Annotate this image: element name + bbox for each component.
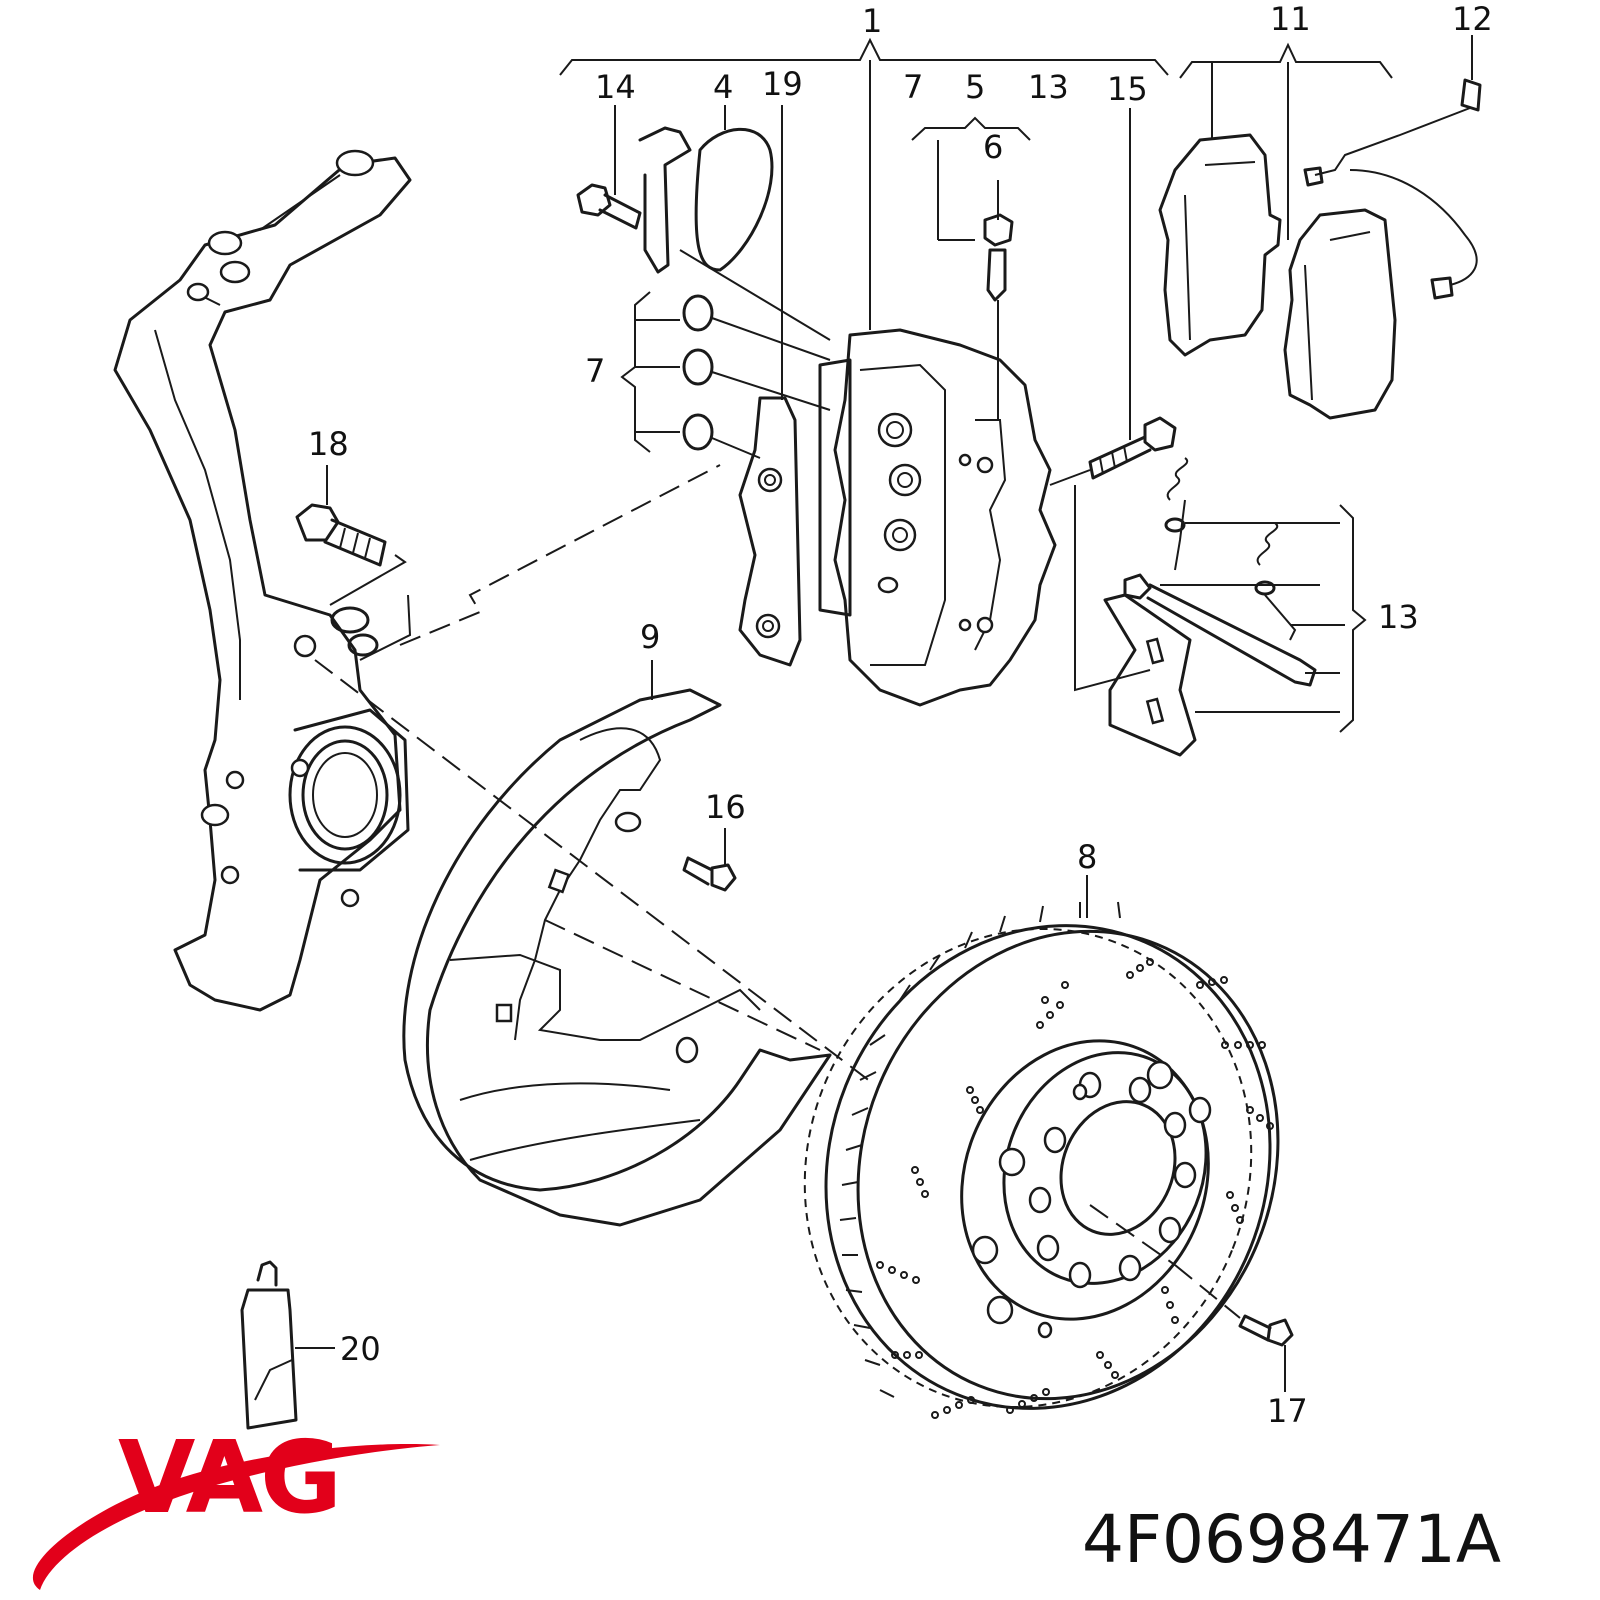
callout-20: 20 <box>340 1330 381 1368</box>
wear-sensor-12 <box>1303 35 1482 300</box>
bracket-11 <box>1179 42 1393 240</box>
caliper-body <box>818 328 1057 707</box>
callout-1: 1 <box>862 2 882 40</box>
callout-13-top: 13 <box>1028 68 1069 106</box>
callout-4: 4 <box>713 68 733 106</box>
bolt-14 <box>576 105 642 230</box>
callout-17: 17 <box>1267 1392 1308 1430</box>
disc-drill-holes <box>876 958 1274 1419</box>
bracket-5 <box>911 116 1031 141</box>
callout-19: 19 <box>762 65 803 103</box>
brake-hose-bracket-4 <box>638 105 831 341</box>
callout-8: 8 <box>1077 838 1097 876</box>
callout-12: 12 <box>1452 0 1493 38</box>
spring-kit-13 <box>1074 457 1367 757</box>
screw-17 <box>1238 1314 1294 1392</box>
bracket-1 <box>559 37 1169 330</box>
callout-9: 9 <box>640 618 660 656</box>
disc-bolt-holes <box>971 1060 1212 1339</box>
logo-swoosh <box>32 1444 440 1590</box>
part-number: 4F0698471A <box>1082 1501 1501 1578</box>
bolt-16 <box>682 828 737 892</box>
splash-shield-9 <box>402 660 832 1227</box>
caliper-bracket-19 <box>738 105 802 667</box>
callout-6: 6 <box>983 128 1003 166</box>
grease-tube-20 <box>240 1260 335 1430</box>
bolt-18 <box>295 465 387 567</box>
callout-labels: 1 11 12 14 4 19 7 5 13 15 6 7 18 13 9 16… <box>308 0 1493 1430</box>
callout-7-top: 7 <box>903 68 923 106</box>
bleeder-screw-6 <box>983 180 1014 420</box>
callout-13-right: 13 <box>1378 598 1419 636</box>
callout-5: 5 <box>965 68 985 106</box>
wheel-bearing <box>288 725 402 865</box>
vag-logo: VAG <box>32 1419 440 1590</box>
callout-18: 18 <box>308 425 349 463</box>
callout-11: 11 <box>1270 0 1311 38</box>
assembly-lines <box>314 464 1241 1319</box>
steering-knuckle <box>113 149 412 1012</box>
tie-rod-end-hole <box>335 149 375 177</box>
logo-wordmark: VAG <box>118 1419 339 1536</box>
bolt-15 <box>1049 108 1177 486</box>
callout-7-left: 7 <box>585 352 605 390</box>
callout-16: 16 <box>705 788 746 826</box>
brake-pads-11 <box>1158 133 1397 420</box>
brake-disc-8 <box>803 875 1280 1419</box>
callout-14: 14 <box>595 68 636 106</box>
callout-15: 15 <box>1107 70 1148 108</box>
o-rings-7 <box>620 291 831 459</box>
